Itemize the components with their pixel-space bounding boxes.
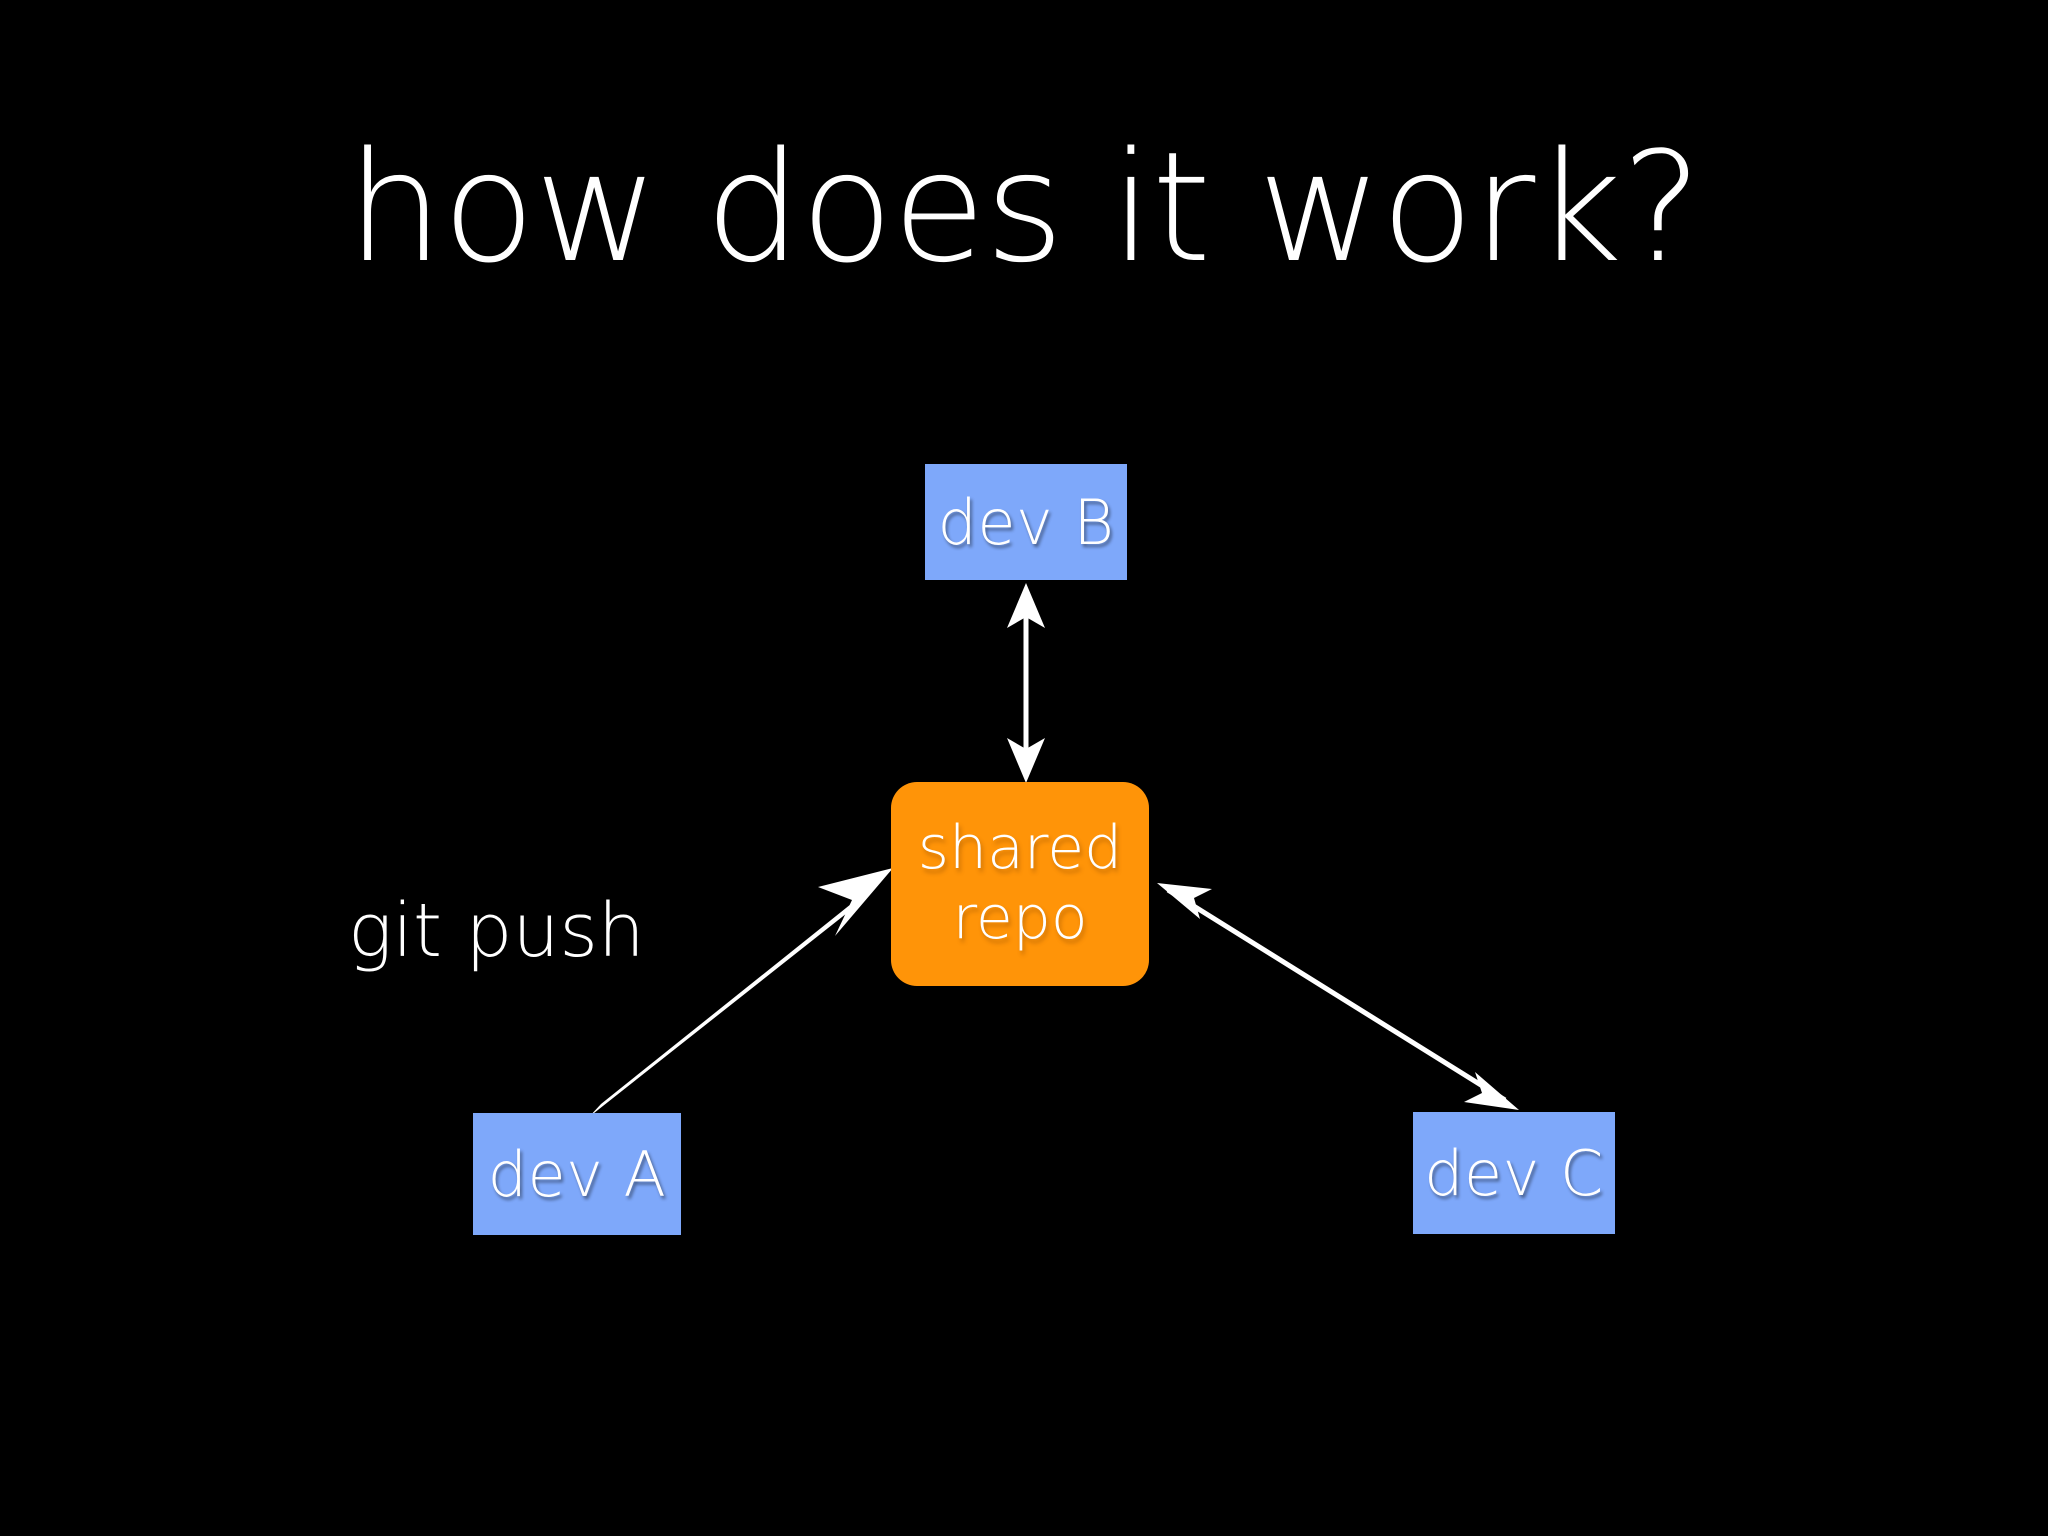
edge-shared-repo-dev-c [1157, 883, 1519, 1110]
arrowhead-dev-c [1464, 1072, 1519, 1110]
page-title: how does it work? [346, 119, 1702, 296]
node-dev-b[interactable]: dev B [925, 464, 1127, 580]
node-dev-a[interactable]: dev A [473, 1113, 681, 1235]
node-dev-b-label: dev B [937, 485, 1115, 559]
edge-dev-a-shared-repo [589, 868, 893, 1117]
edge-dev-b-shared-repo [1007, 583, 1045, 783]
node-shared-repo-label-line-2: repo [952, 883, 1088, 953]
edge-label-git-push: git push [348, 888, 645, 974]
node-shared-repo-label-line-1: shared [917, 813, 1123, 884]
arrowhead-down-shared-repo [1007, 738, 1045, 783]
arrowhead-shared-repo-from-dev-c [1157, 883, 1212, 919]
node-dev-c[interactable]: dev C [1413, 1112, 1615, 1234]
edge-dev-a-shared-repo-shaft [589, 880, 881, 1117]
node-shared-repo[interactable]: shared repo [891, 782, 1149, 986]
edge-shared-repo-dev-c-line [1166, 887, 1507, 1103]
node-dev-a-label: dev A [487, 1137, 667, 1211]
node-dev-c-label: dev C [1424, 1136, 1604, 1210]
arrowhead-shared-repo-from-dev-a [818, 868, 893, 936]
arrowhead-up-dev-b [1007, 583, 1045, 628]
